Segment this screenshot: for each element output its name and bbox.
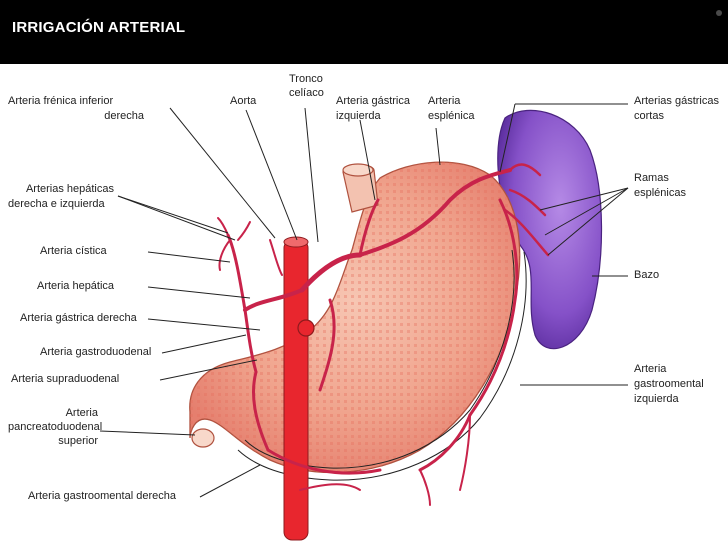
label-hepaticas-line2: derecha e izquierda xyxy=(8,198,105,210)
slide-indicator-icon xyxy=(716,10,722,16)
label-bazo: Bazo xyxy=(634,269,660,281)
label-cistica: Arteria cística xyxy=(40,245,107,257)
anatomy-illustration xyxy=(99,103,629,541)
leader-lines xyxy=(99,103,629,498)
label-pancreato-line3: superior xyxy=(58,435,98,447)
label-frenica-line2: derecha xyxy=(104,110,144,122)
label-gastrica-derecha: Arteria gástrica derecha xyxy=(20,312,137,324)
label-gastroomental-izq-line2: gastroomental xyxy=(634,378,704,390)
label-tronco-line2: celíaco xyxy=(289,87,324,99)
artery-network xyxy=(217,163,550,506)
label-gastroomental-izq-line1: Arteria xyxy=(634,363,667,375)
label-esplenica-line1: Arteria xyxy=(428,95,461,107)
label-gastroomental-izq-line3: izquierda xyxy=(634,393,679,405)
label-pancreato-line2: pancreatoduodenal xyxy=(8,421,103,433)
label-aorta: Aorta xyxy=(230,95,257,107)
celiac-trunk xyxy=(297,319,315,337)
label-gastricas-cortas-line1: Arterias gástricas xyxy=(634,95,719,107)
label-gastricas-cortas-line2: cortas xyxy=(634,110,664,122)
arterial-diagram: Arteria frénica inferior derecha Arteria… xyxy=(0,64,728,546)
label-gastroduodenal: Arteria gastroduodenal xyxy=(40,346,152,358)
label-tronco-line1: Tronco xyxy=(289,73,323,85)
slide-title: IRRIGACIÓN ARTERIAL xyxy=(12,19,186,36)
label-gastroomental-derecha: Arteria gastroomental derecha xyxy=(28,490,176,502)
label-supraduodenal: Arteria supraduodenal xyxy=(11,373,120,385)
label-hepaticas-line1: Arterias hepáticas xyxy=(25,183,114,195)
label-esplenica-line2: esplénica xyxy=(428,110,475,122)
label-gastrica-izq-line1: Arteria gástrica xyxy=(336,95,410,107)
label-gastrica-izq-line2: izquierda xyxy=(336,110,381,122)
label-hepatica: Arteria hepática xyxy=(37,280,115,292)
title-bar: IRRIGACIÓN ARTERIAL xyxy=(0,0,728,64)
label-ramas-line2: esplénicas xyxy=(634,187,686,199)
label-pancreato-line1: Arteria xyxy=(65,407,98,419)
label-ramas-line1: Ramas xyxy=(634,172,669,184)
label-frenica-line1: Arteria frénica inferior xyxy=(8,95,114,107)
